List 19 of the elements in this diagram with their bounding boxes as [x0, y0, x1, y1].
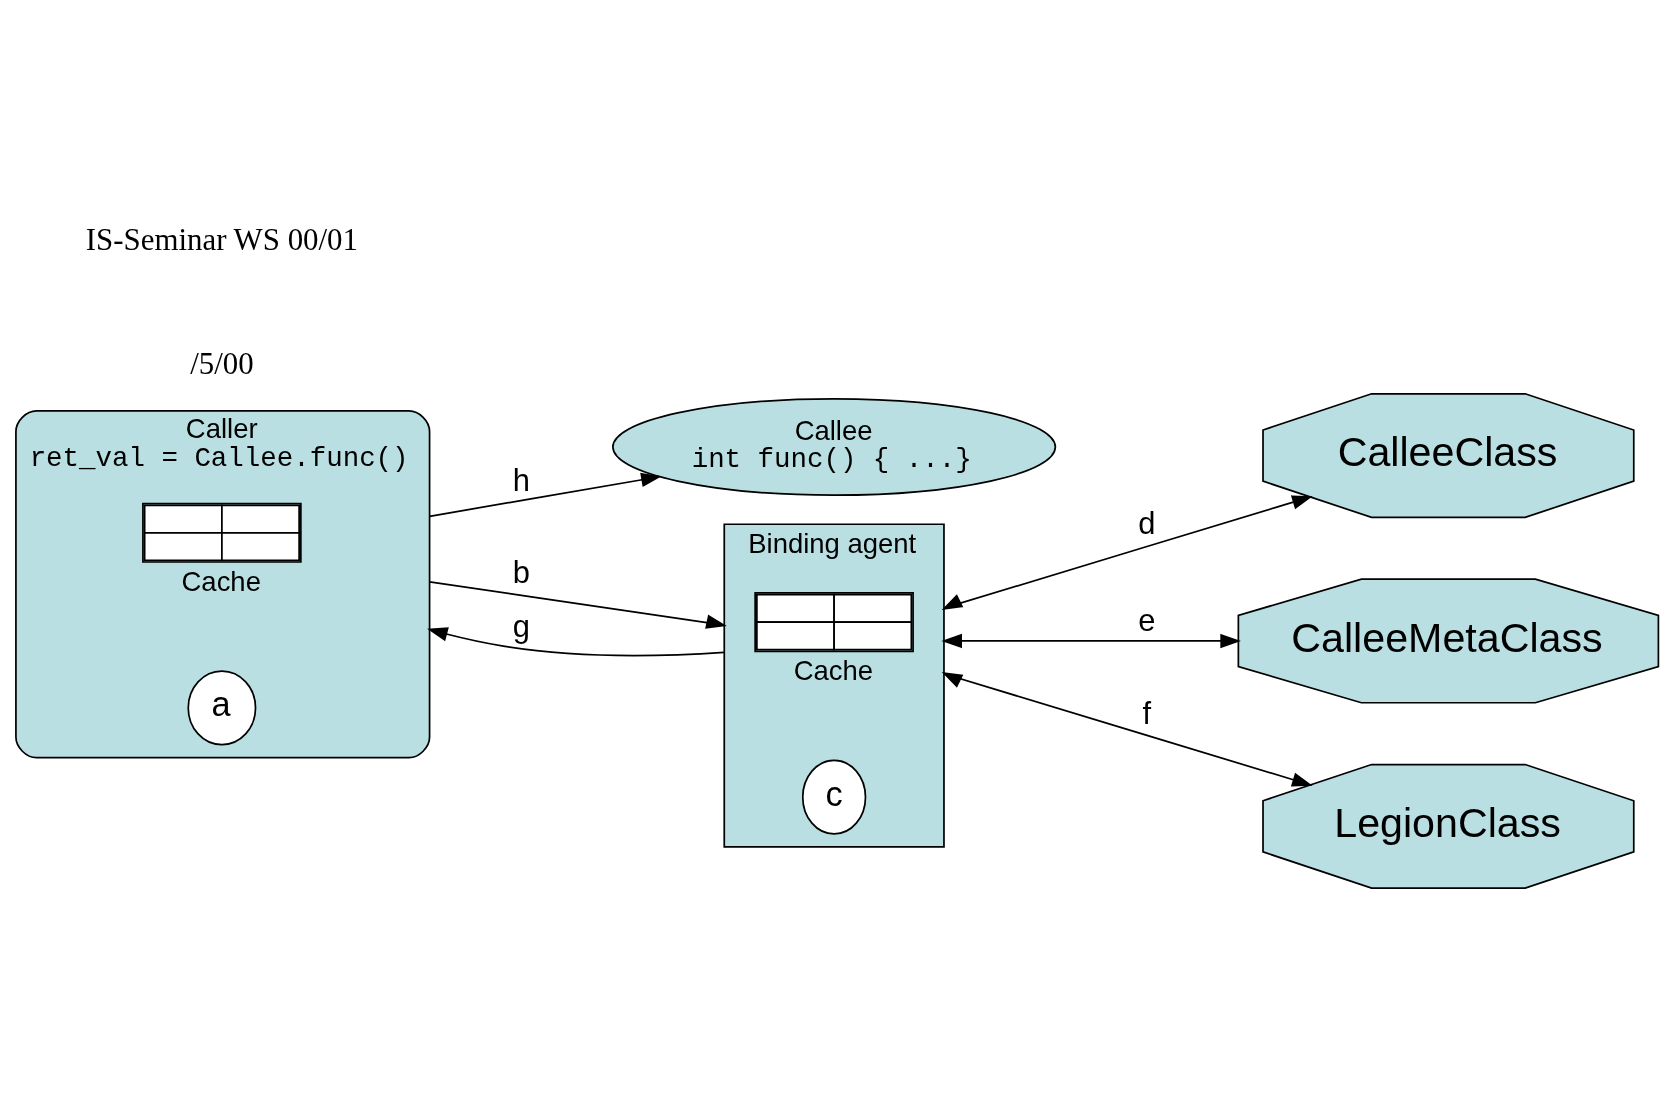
edge-label: h — [512, 462, 530, 498]
node-label: Cache — [181, 565, 261, 597]
node-ellipse: Callee int func() { ...} — [612, 397, 1057, 497]
edge-label: e — [1138, 603, 1156, 639]
arrow — [428, 581, 727, 629]
edge-label: d — [1138, 505, 1156, 541]
arrow — [941, 672, 1313, 787]
arrow — [428, 472, 662, 518]
label: IS-Seminar WS 00/01 — [85, 222, 358, 258]
node-ellipse: c — [801, 759, 867, 835]
edge-label: g — [512, 608, 530, 644]
node-circle: a — [187, 670, 257, 746]
arrow — [427, 627, 726, 657]
arrow — [941, 495, 1313, 610]
label: /5/00 — [190, 345, 254, 381]
edge-label: f — [1142, 696, 1152, 732]
arrow — [941, 633, 1241, 649]
node-label: Cache — [793, 655, 874, 687]
edge-label: b — [512, 555, 530, 591]
